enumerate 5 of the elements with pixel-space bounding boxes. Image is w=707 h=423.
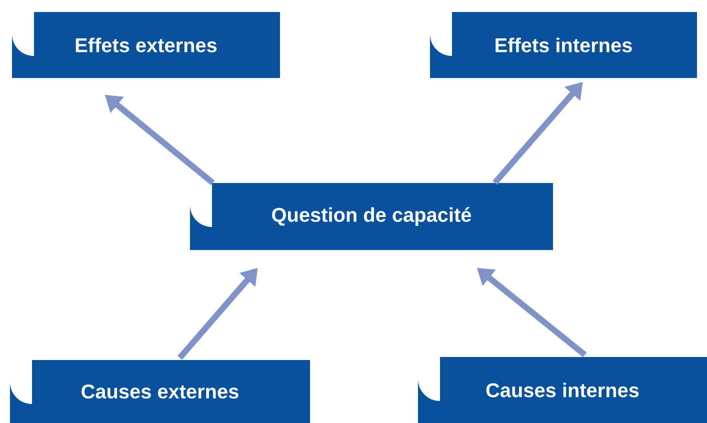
label-box: Causes externes <box>10 360 310 423</box>
label-box: Question de capacité <box>190 183 553 250</box>
label-box: Causes internes <box>418 357 707 423</box>
label-box: Effets internes <box>430 12 697 78</box>
label-box: Effets externes <box>12 12 280 78</box>
